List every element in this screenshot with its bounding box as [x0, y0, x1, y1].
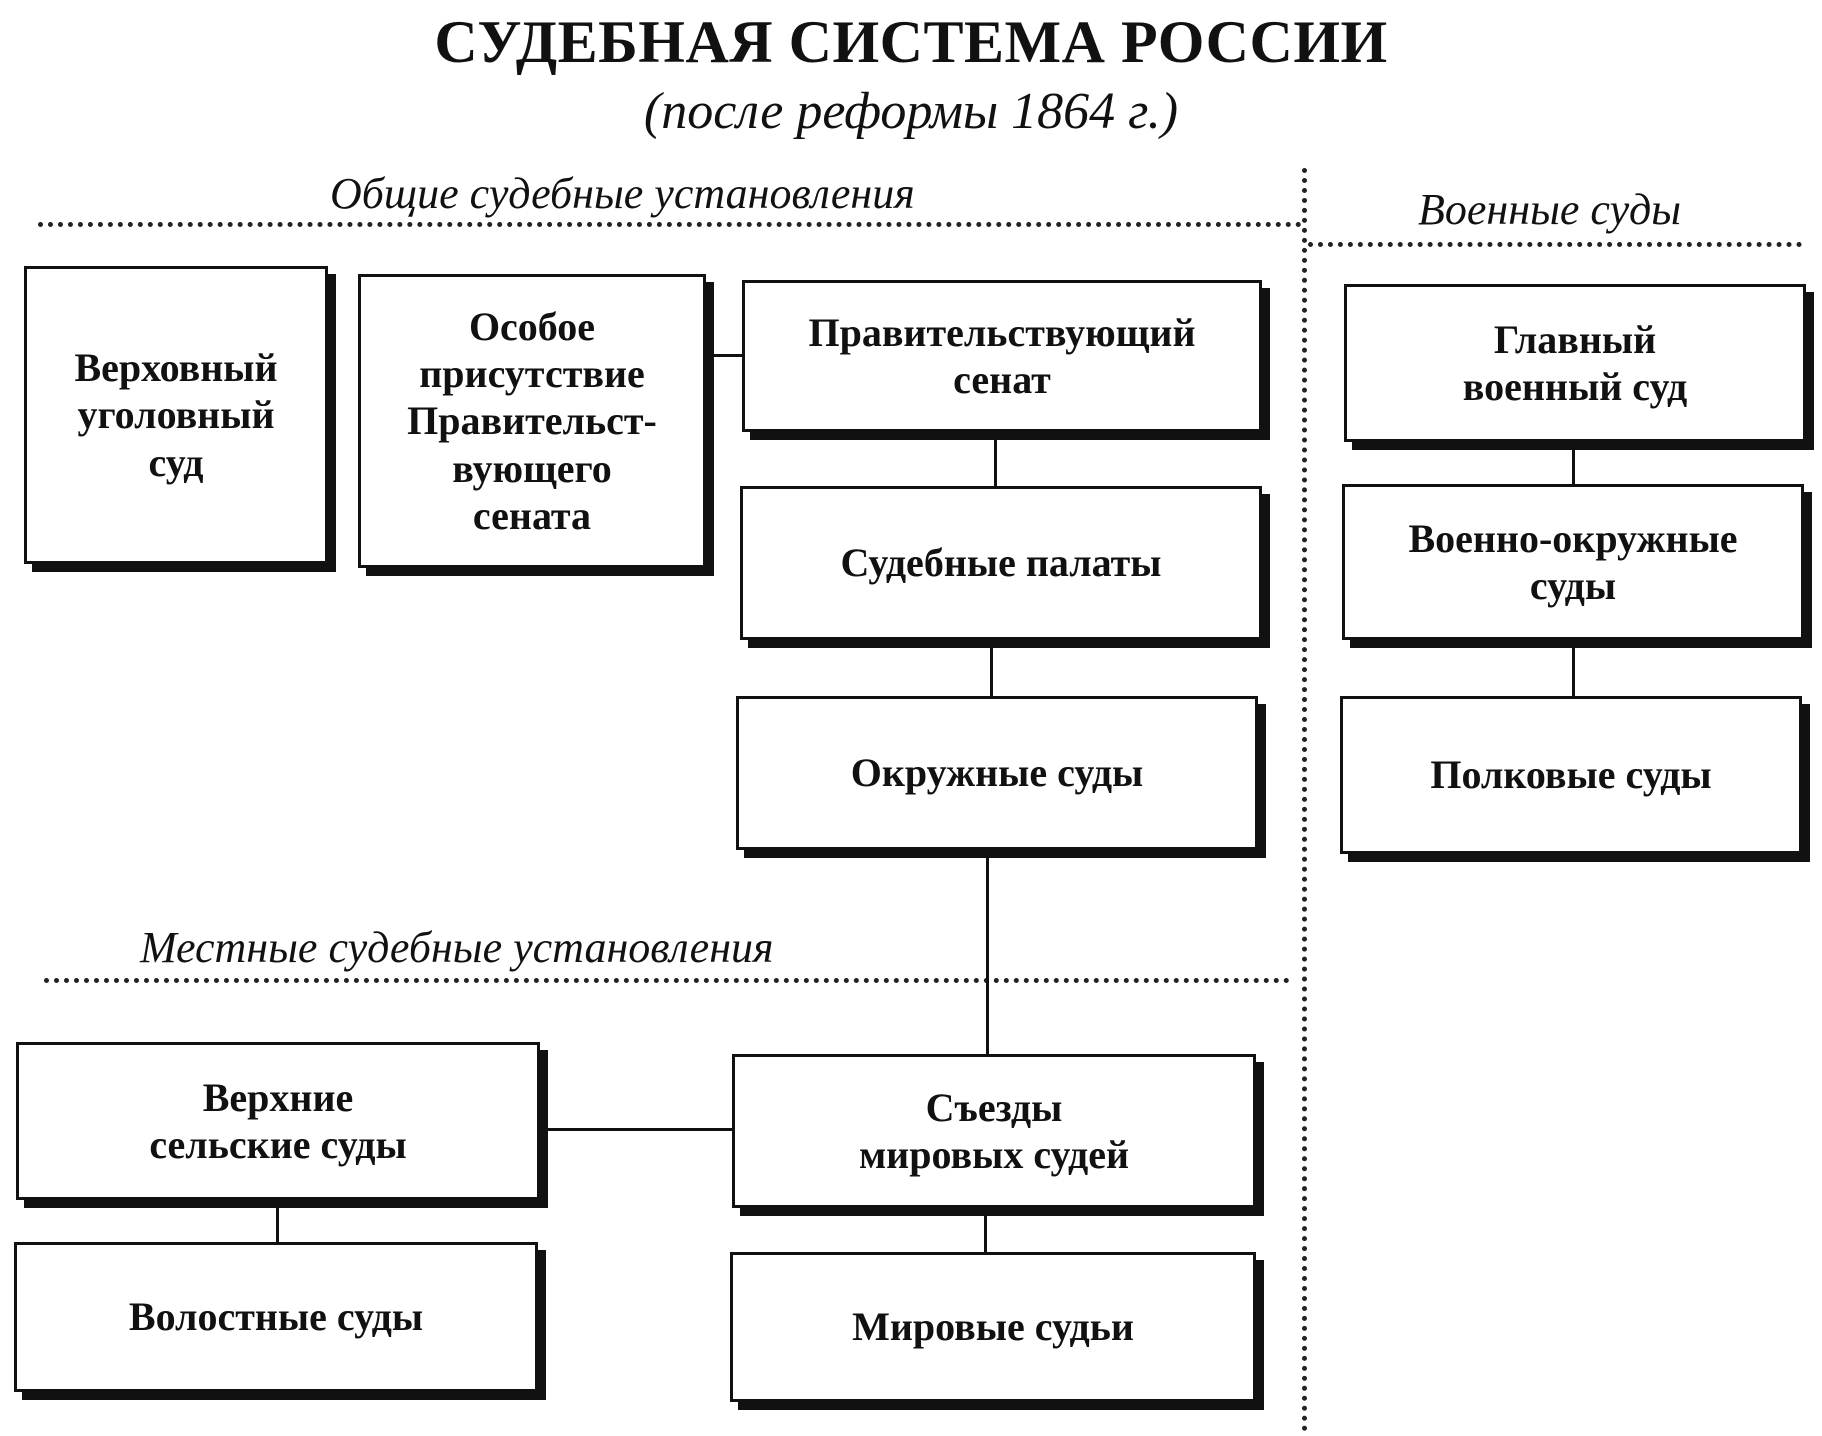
military-district-courts-box: Военно-окружные суды	[1342, 484, 1804, 640]
connector-upper-rural-congress	[540, 1128, 734, 1131]
connector-congress-justices	[984, 1208, 987, 1254]
page-title: СУДЕБНАЯ СИСТЕМА РОССИИ	[434, 9, 1388, 75]
district-courts-box: Окружные суды	[736, 696, 1258, 850]
connector-senate-chambers	[994, 432, 997, 488]
military-district-courts-label: Военно-окружные суды	[1408, 515, 1738, 608]
section-label-local: Местные судебные установления	[140, 923, 774, 972]
main-military-court-box: Главный военный суд	[1344, 284, 1806, 442]
senate-box: Правительствующий сенат	[742, 280, 1262, 432]
connector-special-presence-senate	[706, 354, 744, 357]
connector-district-congress	[986, 850, 989, 1056]
special-presence-label: Особое присутствие Правительст- вующего …	[407, 304, 657, 538]
connector-chambers-district	[990, 640, 993, 698]
volost-courts-label: Волостные суды	[128, 1294, 424, 1340]
upper-rural-courts-label: Верхние сельские суды	[149, 1074, 407, 1167]
justices-of-peace-label: Мировые судьи	[852, 1304, 1134, 1350]
supreme-criminal-court-box: Верховный уголовный суд	[24, 266, 328, 564]
connector-upper-rural-volost	[276, 1200, 279, 1244]
supreme-criminal-court-label: Верховный уголовный суд	[74, 345, 278, 485]
judicial-chambers-label: Судебные палаты	[840, 540, 1162, 586]
senate-label: Правительствующий сенат	[808, 309, 1196, 402]
regimental-courts-label: Полковые суды	[1430, 752, 1712, 798]
connector-main-military-district	[1572, 442, 1575, 484]
regimental-courts-box: Полковые суды	[1340, 696, 1802, 854]
general-section-divider	[38, 222, 1302, 227]
military-vertical-divider	[1302, 168, 1307, 1432]
special-presence-box: Особое присутствие Правительст- вующего …	[358, 274, 706, 568]
volost-courts-box: Волостные суды	[14, 1242, 538, 1392]
section-label-military: Военные суды	[1418, 185, 1682, 234]
congress-of-justices-label: Съезды мировых судей	[858, 1084, 1130, 1177]
district-courts-label: Окружные суды	[850, 750, 1144, 796]
page-subtitle: (после реформы 1864 г.)	[643, 83, 1179, 140]
upper-rural-courts-box: Верхние сельские суды	[16, 1042, 540, 1200]
congress-of-justices-box: Съезды мировых судей	[732, 1054, 1256, 1208]
military-section-divider	[1308, 242, 1802, 247]
section-label-general: Общие судебные установления	[330, 169, 915, 218]
main-military-court-label: Главный военный суд	[1462, 316, 1688, 409]
local-section-divider	[44, 978, 1290, 983]
judicial-chambers-box: Судебные палаты	[740, 486, 1262, 640]
justices-of-peace-box: Мировые судьи	[730, 1252, 1256, 1402]
connector-military-district-regimental	[1572, 640, 1575, 698]
